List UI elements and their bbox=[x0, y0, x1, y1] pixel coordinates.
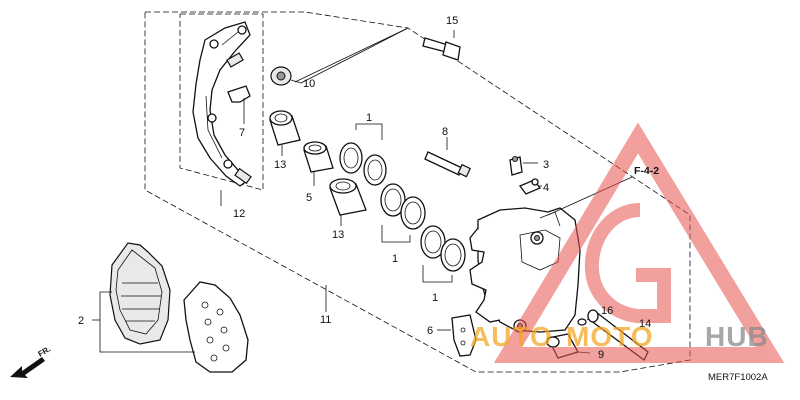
piston-lower bbox=[329, 178, 367, 216]
caliper-bracket bbox=[192, 21, 252, 187]
callout-15: 15 bbox=[446, 15, 458, 27]
reference-label: F-4-2 bbox=[634, 165, 659, 177]
pad-pin bbox=[424, 151, 472, 178]
bleeder-valve bbox=[509, 156, 523, 176]
pad-spring bbox=[451, 314, 477, 357]
callout-7: 7 bbox=[239, 127, 245, 139]
watermark-text: AUTO MOTO HUB bbox=[470, 321, 769, 352]
callout-4: 4 bbox=[543, 182, 549, 194]
callout-12: 12 bbox=[233, 208, 245, 220]
pad-retainer-clip bbox=[227, 85, 251, 118]
callout-1a: 1 bbox=[366, 112, 372, 124]
watermark-hub: HUB bbox=[705, 321, 769, 352]
bleeder-cap bbox=[518, 178, 542, 195]
brake-pad-left bbox=[109, 242, 171, 345]
callout-13b: 13 bbox=[332, 229, 344, 241]
callout-1b: 1 bbox=[392, 253, 398, 265]
callout-13a: 13 bbox=[274, 159, 286, 171]
callout-2: 2 bbox=[78, 315, 84, 327]
front-label: FR. bbox=[37, 344, 53, 358]
callout-5: 5 bbox=[306, 192, 312, 204]
callout-8: 8 bbox=[442, 126, 448, 138]
brake-pad-right bbox=[183, 281, 249, 373]
callout-10: 10 bbox=[303, 78, 315, 90]
watermark-auto: AUTO bbox=[470, 321, 553, 352]
callout-16: 16 bbox=[601, 305, 613, 317]
callout-11: 11 bbox=[320, 314, 331, 326]
mounting-bolt bbox=[422, 30, 461, 61]
piston-small bbox=[303, 141, 334, 173]
piston-upper bbox=[269, 110, 301, 146]
caliper-body bbox=[469, 207, 581, 333]
o-ring bbox=[577, 318, 587, 326]
callout-14: 14 bbox=[639, 318, 651, 330]
callout-3: 3 bbox=[543, 159, 549, 171]
boot bbox=[270, 66, 302, 86]
watermark-moto: MOTO bbox=[566, 321, 653, 352]
callout-9: 9 bbox=[598, 349, 604, 361]
piston-seals bbox=[339, 142, 466, 272]
callout-1c: 1 bbox=[432, 292, 438, 304]
callout-labels: 1 1 1 2 3 4 5 6 7 8 9 10 11 12 13 13 14 … bbox=[78, 15, 651, 361]
watermark-triangle bbox=[493, 122, 785, 363]
front-arrow-icon bbox=[10, 357, 45, 378]
callout-6: 6 bbox=[427, 325, 433, 337]
diagram-code: MER7F1002A bbox=[708, 372, 768, 383]
